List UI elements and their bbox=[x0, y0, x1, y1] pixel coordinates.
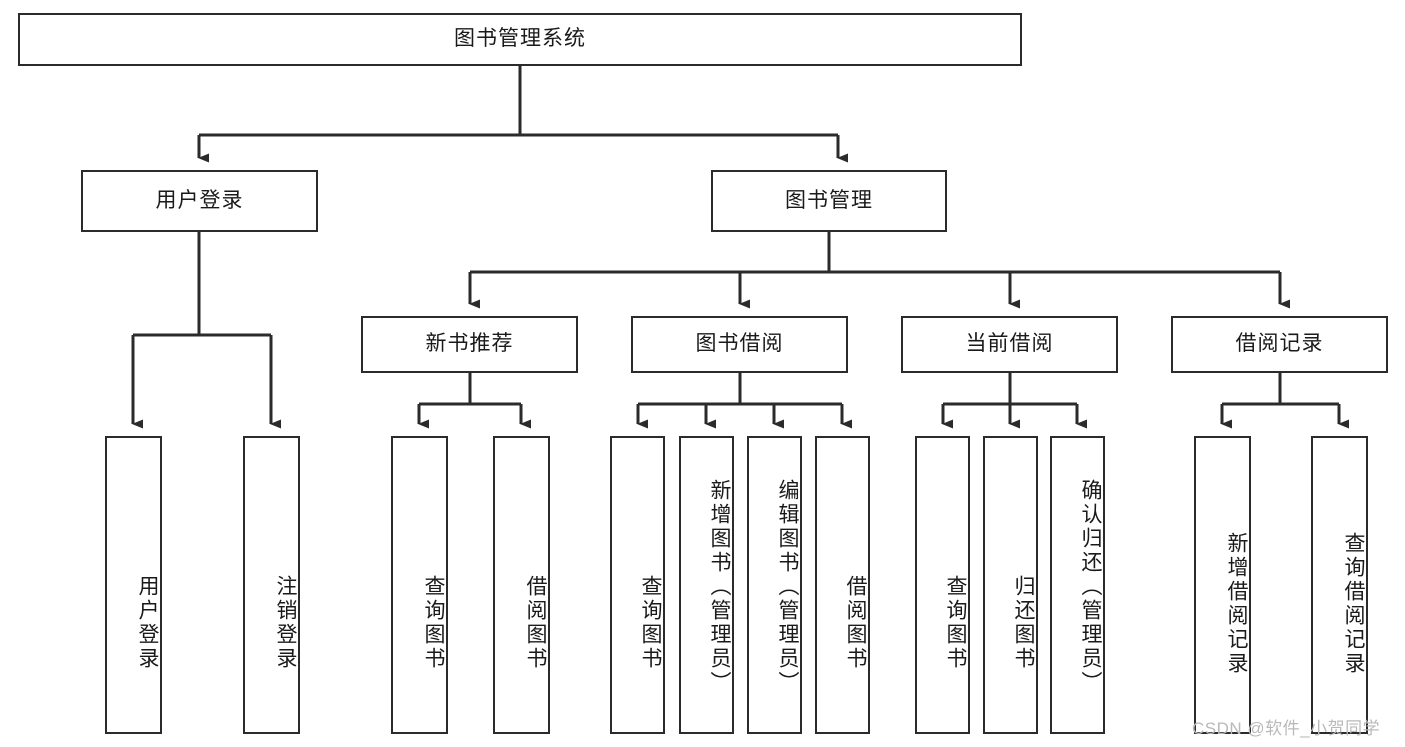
node-current-borrow[interactable]: 当前借阅 bbox=[901, 316, 1118, 373]
node-leaf-add-record[interactable]: 新增借阅记录 bbox=[1194, 436, 1251, 734]
node-label: 图书管理系统 bbox=[454, 27, 586, 51]
node-leaf-edit-book[interactable]: 编辑图书（管理员） bbox=[747, 436, 802, 734]
node-new-book-recommend[interactable]: 新书推荐 bbox=[361, 316, 578, 373]
node-label: 图书借阅 bbox=[695, 332, 784, 356]
node-leaf-query-book-3[interactable]: 查询图书 bbox=[915, 436, 970, 734]
node-leaf-user-login[interactable]: 用户登录 bbox=[105, 436, 162, 734]
node-label: 借阅图书 bbox=[844, 575, 867, 671]
node-label: 注销登录 bbox=[274, 575, 297, 671]
node-root-system[interactable]: 图书管理系统 bbox=[18, 13, 1022, 66]
node-label: 归还图书 bbox=[1012, 575, 1035, 671]
node-label: 查询图书 bbox=[422, 575, 445, 671]
node-label: 图书管理 bbox=[785, 188, 873, 212]
csdn-watermark: CSDN @软件_小贺同学 bbox=[1192, 719, 1381, 738]
node-leaf-logout-login[interactable]: 注销登录 bbox=[243, 436, 300, 734]
node-leaf-borrow-book-2[interactable]: 借阅图书 bbox=[815, 436, 870, 734]
node-leaf-query-record[interactable]: 查询借阅记录 bbox=[1311, 436, 1368, 734]
node-label: 查询图书 bbox=[639, 575, 662, 671]
node-label: 新增借阅记录 bbox=[1225, 532, 1248, 676]
node-leaf-query-book-1[interactable]: 查询图书 bbox=[391, 436, 448, 734]
node-label: 借阅图书 bbox=[524, 575, 547, 671]
node-label: 编辑图书（管理员） bbox=[776, 479, 799, 695]
node-label: 确认归还（管理员） bbox=[1079, 479, 1102, 695]
node-label: 用户登录 bbox=[155, 188, 244, 212]
node-book-management[interactable]: 图书管理 bbox=[711, 170, 947, 232]
node-leaf-query-book-2[interactable]: 查询图书 bbox=[610, 436, 665, 734]
node-label: 用户登录 bbox=[136, 575, 159, 671]
node-leaf-confirm-return[interactable]: 确认归还（管理员） bbox=[1050, 436, 1105, 734]
node-label: 查询借阅记录 bbox=[1342, 532, 1365, 676]
node-leaf-borrow-book-1[interactable]: 借阅图书 bbox=[493, 436, 550, 734]
node-label: 新书推荐 bbox=[425, 332, 514, 356]
node-borrow-record[interactable]: 借阅记录 bbox=[1171, 316, 1388, 373]
node-label: 查询图书 bbox=[944, 575, 967, 671]
node-leaf-return-book[interactable]: 归还图书 bbox=[983, 436, 1038, 734]
node-leaf-add-book[interactable]: 新增图书（管理员） bbox=[679, 436, 734, 734]
node-book-borrow[interactable]: 图书借阅 bbox=[631, 316, 848, 373]
node-user-login[interactable]: 用户登录 bbox=[81, 170, 318, 232]
node-label: 借阅记录 bbox=[1235, 332, 1324, 356]
node-label: 当前借阅 bbox=[965, 332, 1054, 356]
node-label: 新增图书（管理员） bbox=[708, 479, 731, 695]
